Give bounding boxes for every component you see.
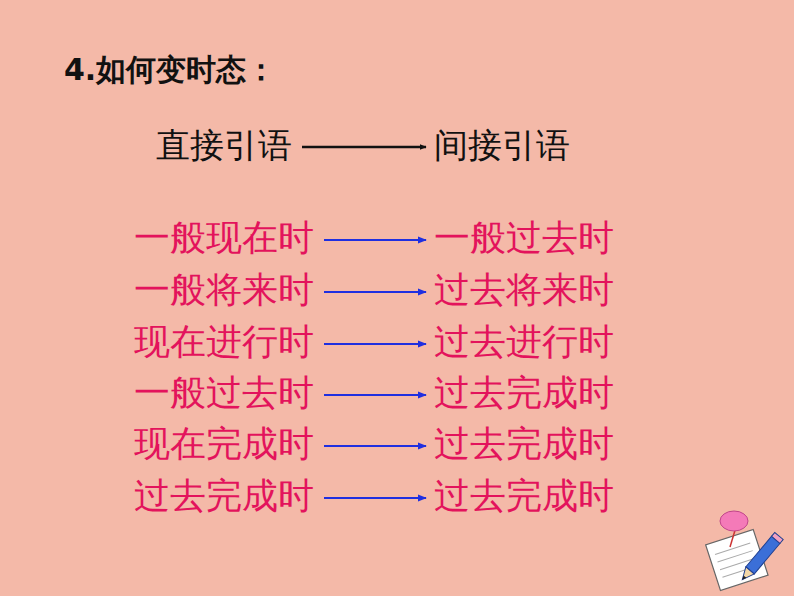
node-text: 过去完成时 xyxy=(434,474,614,517)
slide-title: 4.如何变时态： xyxy=(64,50,276,91)
tense-label: 过去进行时 xyxy=(428,318,620,365)
node-text: 过去将来时 xyxy=(434,268,614,311)
tense-label: 一般过去时 xyxy=(128,369,320,416)
tense-label: 一般将来时 xyxy=(128,266,320,313)
pencil-clipart xyxy=(700,505,790,593)
node-text: 一般过去时 xyxy=(134,371,314,414)
tense-label: 过去完成时 xyxy=(128,472,320,519)
node-text: 一般现在时 xyxy=(134,216,314,259)
node-text: 直接引语 xyxy=(156,125,292,166)
arrow-connector xyxy=(324,497,426,499)
tense-label: 一般过去时 xyxy=(428,214,620,261)
node-text: 一般将来时 xyxy=(134,268,314,311)
speech-header: 直接引语 xyxy=(150,123,298,168)
node-text: 现在进行时 xyxy=(134,320,314,363)
tense-label: 现在进行时 xyxy=(128,318,320,365)
node-text: 过去完成时 xyxy=(134,474,314,517)
arrow-connector xyxy=(324,239,426,241)
node-text: 过去进行时 xyxy=(434,320,614,363)
tense-label: 一般现在时 xyxy=(128,214,320,261)
arrow-connector xyxy=(324,394,426,396)
node-text: 过去完成时 xyxy=(434,422,614,465)
arrow-connector xyxy=(324,445,426,447)
node-text: 一般过去时 xyxy=(434,216,614,259)
node-text: 过去完成时 xyxy=(434,371,614,414)
tense-label: 过去完成时 xyxy=(428,369,620,416)
tense-label: 过去完成时 xyxy=(428,472,620,519)
tense-label: 现在完成时 xyxy=(128,420,320,467)
node-text: 现在完成时 xyxy=(134,422,314,465)
speech-header: 间接引语 xyxy=(428,123,576,168)
tense-label: 过去完成时 xyxy=(428,420,620,467)
arrow-connector xyxy=(324,343,426,345)
arrow-connector xyxy=(302,146,426,149)
arrow-connector xyxy=(324,291,426,293)
tense-label: 过去将来时 xyxy=(428,266,620,313)
node-text: 间接引语 xyxy=(434,125,570,166)
